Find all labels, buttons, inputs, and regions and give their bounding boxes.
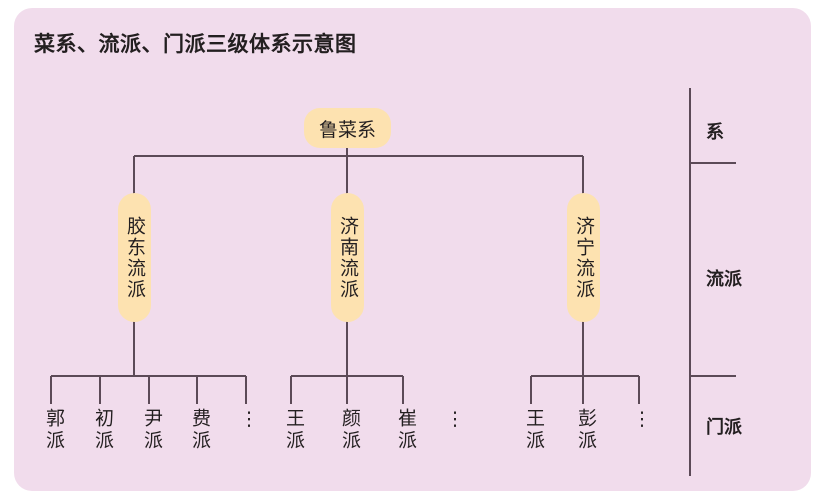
tier-label-system: 系 [706, 118, 724, 144]
leaf-ellipsis-label: ⋮ [444, 408, 465, 430]
tier-label-text: 流派 [706, 269, 742, 289]
leaf-node[interactable]: 崔派 [391, 408, 416, 452]
leaf-label: 王派 [283, 408, 304, 452]
leaf-label: 颜派 [339, 408, 360, 452]
node-branch-1-label: 胶东流派 [124, 215, 145, 300]
leaf-ellipsis: ⋮ [440, 408, 465, 430]
leaf-ellipsis-label: ⋮ [631, 408, 652, 430]
tier-label-text: 系 [706, 122, 724, 142]
leaf-node[interactable]: 郭派 [39, 408, 64, 452]
tier-label-text: 门派 [706, 417, 742, 437]
leaf-ellipsis: ⋮ [234, 408, 259, 430]
diagram-panel: 菜系、流派、门派三级体系示意图 [14, 8, 811, 491]
leaf-node[interactable]: 初派 [88, 408, 113, 452]
leaf-node[interactable]: 王派 [519, 408, 544, 452]
node-branch-1[interactable]: 胶东流派 [118, 193, 151, 322]
leaf-label: 郭派 [43, 408, 64, 452]
diagram-canvas: 鲁菜系 胶东流派 济南流派 济宁流派 郭派 初派 尹派 费派 ⋮ 王派 [14, 8, 811, 491]
node-branch-3-label: 济宁流派 [573, 215, 594, 300]
node-branch-3[interactable]: 济宁流派 [567, 193, 600, 322]
leaf-node[interactable]: 费派 [185, 408, 210, 452]
leaf-node[interactable]: 彭派 [571, 408, 596, 452]
node-root[interactable]: 鲁菜系 [304, 108, 391, 148]
tier-label-school: 流派 [706, 265, 742, 291]
leaf-label: 彭派 [575, 408, 596, 452]
leaf-ellipsis: ⋮ [627, 408, 652, 430]
leaf-node[interactable]: 尹派 [137, 408, 162, 452]
page-title: 菜系、流派、门派三级体系示意图 [34, 33, 357, 56]
node-branch-2-label: 济南流派 [337, 215, 358, 300]
leaf-ellipsis-label: ⋮ [238, 408, 259, 430]
leaf-label: 费派 [189, 408, 210, 452]
leaf-node[interactable]: 颜派 [335, 408, 360, 452]
leaf-label: 初派 [92, 408, 113, 452]
leaf-label: 崔派 [395, 408, 416, 452]
leaf-node[interactable]: 王派 [279, 408, 304, 452]
node-branch-2[interactable]: 济南流派 [331, 193, 364, 322]
leaf-label: 尹派 [141, 408, 162, 452]
leaf-label: 王派 [523, 408, 544, 452]
node-root-label: 鲁菜系 [318, 119, 376, 141]
tier-label-sect: 门派 [706, 413, 742, 439]
